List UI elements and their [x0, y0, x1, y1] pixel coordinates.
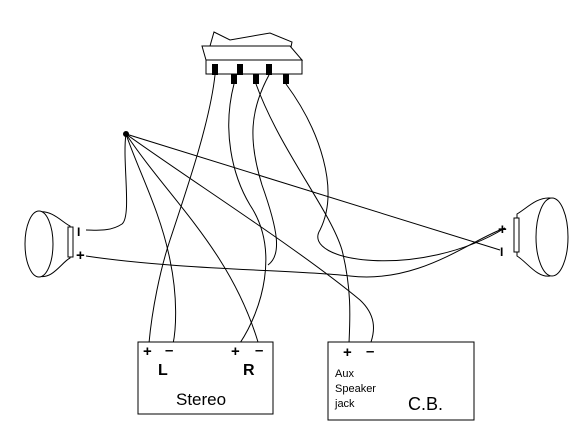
switch-terminal-5	[253, 74, 259, 84]
stereo-left-channel-label: L	[158, 362, 168, 379]
wire-node-left-speaker-minus	[85, 133, 128, 231]
stereo-r-plus-label: +	[231, 343, 240, 360]
cb-jack-line-2: Speaker	[335, 383, 376, 395]
switch-body	[205, 59, 303, 75]
cb-jack-line-3: jack	[334, 398, 355, 410]
switch-terminal-3	[266, 64, 272, 75]
stereo-l-plus-label: +	[143, 343, 152, 360]
right-speaker-magnet	[513, 217, 520, 253]
cb-title: C.B.	[408, 394, 443, 414]
left-speaker-plus-label: +	[76, 247, 85, 264]
switch-terminal-6	[283, 74, 289, 84]
left-speaker: I +	[24, 210, 85, 278]
stereo-right-channel-label: R	[243, 362, 255, 379]
wire-node-stereo-r-minus	[125, 133, 259, 343]
wire-switch-crossover	[252, 74, 278, 266]
cb-box	[327, 341, 475, 421]
switch-terminal-2	[237, 64, 243, 75]
wire-switch-stereo-r-plus	[228, 83, 267, 344]
stereo-box	[137, 341, 274, 415]
wire-node-stereo-l-plus	[125, 133, 177, 345]
switch-terminal-4	[231, 74, 237, 84]
stereo-r-minus-label: –	[255, 342, 263, 359]
right-speaker: + I	[498, 197, 569, 277]
wire-switch-stereo-l-minus	[148, 74, 216, 344]
right-speaker-minus-label: I	[500, 245, 503, 259]
cb-plus-label: +	[343, 344, 352, 361]
wire-node-cb-minus	[125, 133, 374, 343]
left-speaker-magnet	[67, 226, 74, 258]
left-speaker-rim	[24, 210, 54, 278]
switch-top-face	[201, 45, 304, 61]
wires	[85, 74, 506, 345]
stereo-unit: + – + – L R Stereo	[137, 341, 274, 415]
wire-left-plus-right-plus	[85, 227, 506, 278]
switch-terminal-1	[212, 64, 218, 75]
cb-minus-label: –	[366, 343, 374, 360]
left-speaker-minus-label: I	[77, 225, 80, 239]
stereo-title: Stereo	[176, 390, 226, 409]
right-speaker-rim	[535, 197, 569, 277]
stereo-l-minus-label: –	[165, 342, 173, 359]
cb-jack-line-1: Aux	[335, 368, 354, 380]
right-speaker-plus-label: +	[498, 221, 507, 238]
wire-switch-right-speaker-plus	[285, 83, 506, 262]
cb-unit: + – Aux Speaker jack C.B.	[327, 341, 475, 421]
wire-switch-cb-plus	[255, 83, 351, 344]
switch	[201, 31, 304, 84]
